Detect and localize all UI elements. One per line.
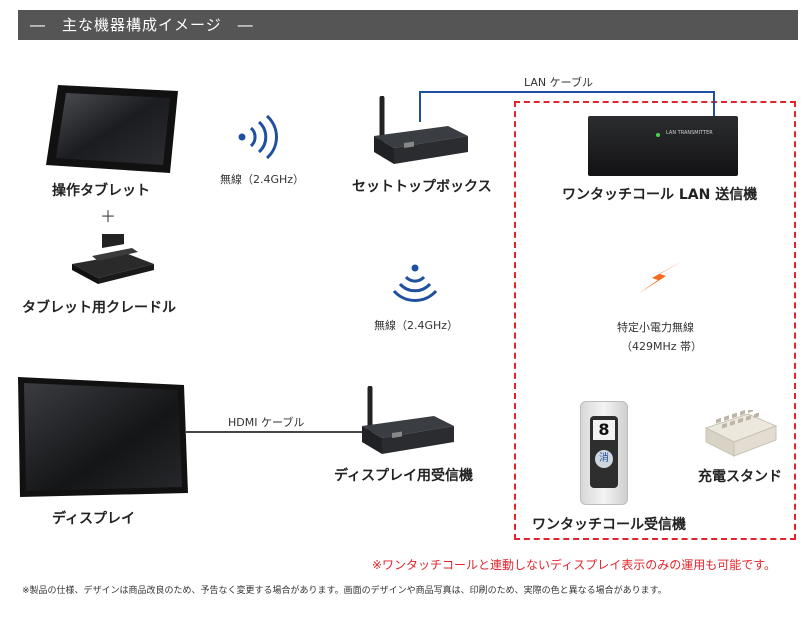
plus-sign: ＋ bbox=[100, 207, 117, 226]
red-note: ※ワンタッチコールと連動しないディスプレイ表示のみの運用も可能です。 bbox=[372, 558, 777, 572]
lan-transmitter-label: ワンタッチコール LAN 送信機 bbox=[562, 187, 758, 203]
tablet-label: 操作タブレット bbox=[52, 183, 150, 199]
lightning-icon bbox=[638, 260, 684, 294]
receiver-number-display: 8 bbox=[593, 420, 615, 440]
cradle-image bbox=[72, 234, 154, 284]
charging-stand-image bbox=[704, 410, 778, 457]
wireless-label-1: 無線（2.4GHz） bbox=[220, 173, 305, 186]
charging-stand-label: 充電スタンド bbox=[698, 469, 782, 485]
one-touch-call-group bbox=[514, 101, 796, 540]
hdmi-cable-label: HDMI ケーブル bbox=[228, 416, 305, 429]
call-receiver-label: ワンタッチコール受信機 bbox=[532, 517, 686, 533]
tablet-image bbox=[46, 85, 178, 173]
call-receiver-image: 8 消 bbox=[580, 401, 628, 505]
lan-cable-label: LAN ケーブル bbox=[524, 76, 593, 89]
disclaimer-note: ※製品の仕様、デザインは商品改良のため、予告なく変更する場合があります。画面のデ… bbox=[22, 586, 667, 596]
wireless-icon-horizontal bbox=[238, 114, 278, 160]
section-header: ― 主な機器構成イメージ ― bbox=[18, 10, 798, 40]
radio-label-1: 特定小電力無線 bbox=[617, 321, 694, 334]
set-top-box-image bbox=[374, 96, 468, 164]
cradle-label: タブレット用クレードル bbox=[22, 300, 176, 316]
lan-cable-line bbox=[419, 91, 715, 122]
display-receiver-label: ディスプレイ用受信機 bbox=[334, 468, 474, 484]
section-title: ― 主な機器構成イメージ ― bbox=[30, 16, 254, 34]
wireless-icon-vertical bbox=[392, 264, 438, 302]
radio-label-2: （429MHz 帯） bbox=[621, 340, 703, 353]
transmitter-face-label: LAN TRANSMITTER bbox=[666, 130, 713, 136]
display-image bbox=[18, 377, 188, 497]
display-receiver-image bbox=[362, 386, 454, 454]
set-top-box-label: セットトップボックス bbox=[352, 179, 492, 195]
lan-transmitter-image: LAN TRANSMITTER bbox=[588, 116, 738, 176]
receiver-button: 消 bbox=[595, 450, 613, 468]
wireless-label-2: 無線（2.4GHz） bbox=[374, 319, 459, 332]
display-label: ディスプレイ bbox=[52, 511, 136, 527]
status-led-icon bbox=[656, 133, 660, 137]
